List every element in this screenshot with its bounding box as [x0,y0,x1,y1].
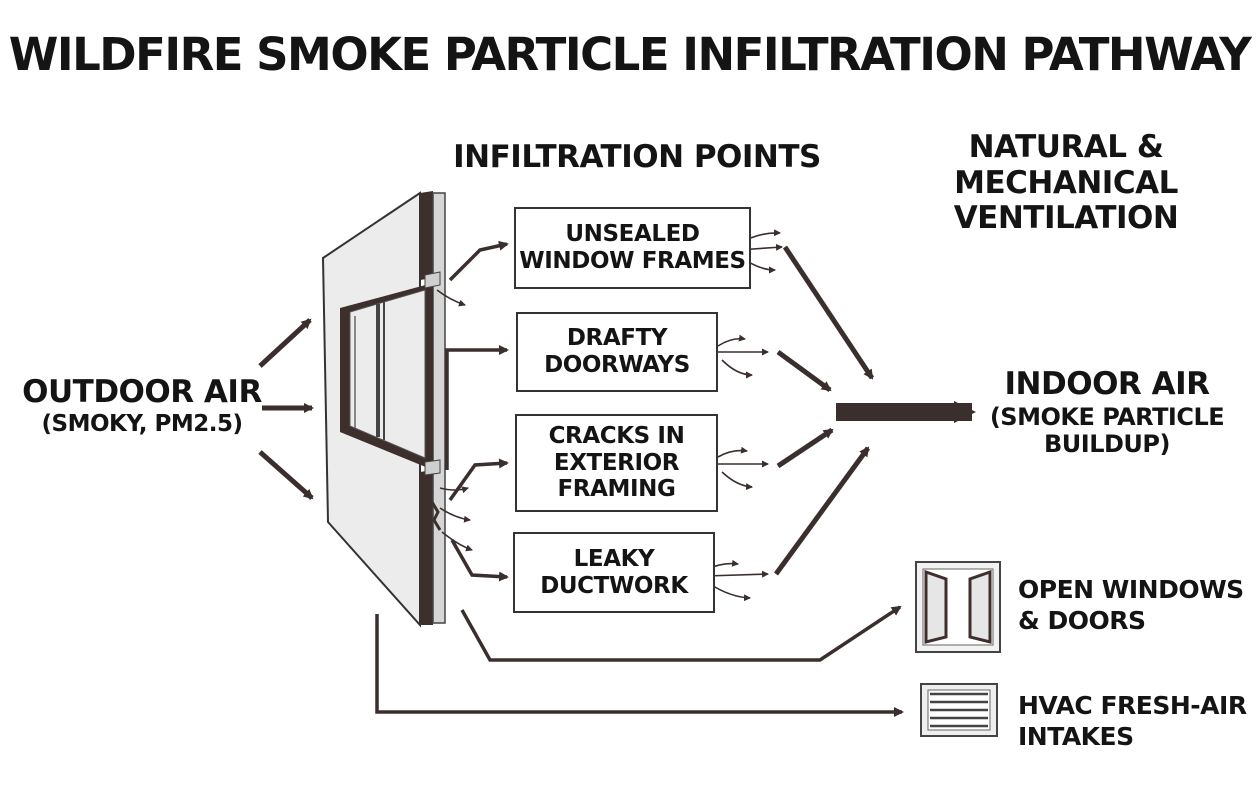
converge-from-ductwork [773,446,871,576]
converge-from-cracks [776,427,834,469]
open-windows-label: OPEN WINDOWS & DOORS [1018,574,1244,637]
wall-edge-upper [420,191,433,280]
infiltration-box-line: LEAKY [573,545,655,572]
infiltration-box-line: WINDOW FRAMES [519,248,746,274]
infiltration-box-cracks: CRACKS IN EXTERIOR FRAMING [515,414,718,512]
indoor-air-sub-line-2: BUILDUP) [1044,429,1170,458]
outdoor-arrows [258,318,314,500]
infiltration-box-ductwork: LEAKY DUCTWORK [513,532,715,613]
arrow-to-doorways [445,345,509,470]
infiltration-arrows [375,240,904,717]
ventilation-heading-line-2: MECHANICAL [954,164,1178,201]
wall-crack [430,501,442,531]
indoor-air-sub-line-1: (SMOKE PARTICLE [989,402,1225,431]
infiltration-points-heading: INFILTRATION POINTS [453,139,821,175]
wall-edge-lower [420,470,433,625]
converge-from-window-frames [782,245,875,380]
hvac-vent-icon [920,683,998,737]
ventilation-heading: NATURAL & MECHANICAL VENTILATION [940,129,1192,237]
indoor-air-label-group: INDOOR AIR (SMOKE PARTICLE BUILDUP) [985,367,1229,457]
open-windows-line-1: OPEN WINDOWS [1018,575,1244,604]
arrow-to-open-windows [460,605,902,662]
hvac-intakes-line-2: INTAKES [1018,722,1134,752]
infiltration-box-doorways: DRAFTY DOORWAYS [516,312,718,392]
outdoor-arrow-up [258,318,312,368]
hvac-intakes-line-1: HVAC FRESH-AIR [1018,691,1247,720]
hvac-intakes-label: HVAC FRESH-AIR INTAKES [1018,690,1247,753]
infiltration-box-line: CRACKS IN [548,422,685,449]
outdoor-air-label: OUTDOOR AIR [22,374,262,410]
convergence-arrows [773,245,976,576]
arrow-to-hvac [375,614,904,717]
open-windows-line-2: & DOORS [1018,606,1146,636]
arrow-to-ductwork [450,539,509,582]
converge-from-doorways [776,349,832,393]
infiltration-box-line: DOORWAYS [544,352,690,378]
open-window-icon [915,561,1001,653]
infiltration-box-line: DRAFTY [566,325,668,352]
wall-smoke-wisps [436,289,473,552]
building-wall [321,191,446,628]
diagram-title: WILDFIRE SMOKE PARTICLE INFILTRATION PAT… [8,28,1252,81]
infiltration-box-line: UNSEALED [565,221,700,248]
infiltration-box-line: FRAMING [557,476,676,503]
outdoor-air-label-group: OUTDOOR AIR (SMOKY, PM2.5) [20,375,264,437]
arrow-to-window-frames [448,240,509,282]
window-opening [340,271,441,476]
infiltration-box-line: EXTERIOR [553,449,680,476]
outdoor-air-sub: (SMOKY, PM2.5) [41,410,243,437]
ventilation-heading-line-1: NATURAL & [968,129,1164,165]
ventilation-heading-line-3: VENTILATION [953,200,1179,237]
infiltration-box-line: DUCTWORK [540,572,688,599]
arrow-to-cracks [448,458,509,502]
infiltration-box-window-frames: UNSEALED WINDOW FRAMES [514,207,751,289]
indoor-air-label: INDOOR AIR [1004,366,1210,402]
outdoor-arrow-down [258,450,314,500]
wall-edge-side [432,192,446,624]
